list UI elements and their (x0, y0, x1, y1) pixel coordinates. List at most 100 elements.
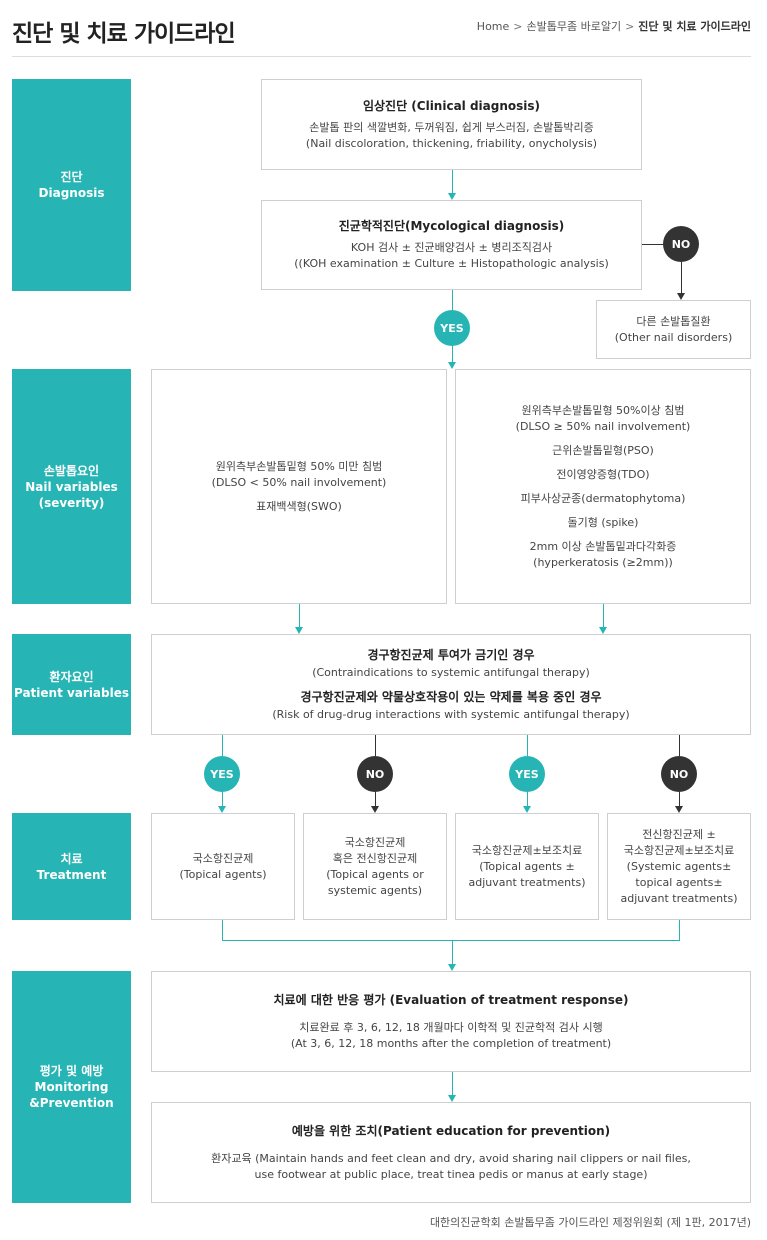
box-text: (hyperkeratosis (≥2mm)) (533, 555, 673, 569)
arrow-down-icon (677, 293, 685, 300)
treatment-topical-or-systemic-box: 국소항진균제 혹은 전신항진균제 (Topical agents or syst… (303, 813, 447, 920)
prevention-box: 예방을 위한 조치(Patient education for preventi… (151, 1102, 751, 1203)
box-text: 국소항진균제 (344, 835, 406, 849)
box-text: (At 3, 6, 12, 18 months after the comple… (290, 1036, 612, 1050)
section-label-en-2: (severity) (38, 495, 105, 510)
box-text: (DLSO < 50% nail involvement) (211, 475, 387, 489)
connector-line (375, 792, 376, 806)
connector-line (527, 792, 528, 806)
section-patient-variables: 환자요인 Patient variables (12, 634, 131, 735)
breadcrumb-current: 진단 및 치료 가이드라인 (638, 20, 751, 33)
section-label-en: Monitoring (34, 1080, 109, 1094)
box-text: 표재백색형(SWO) (256, 499, 342, 513)
box-title: 치료에 대한 반응 평가 (Evaluation of treatment re… (273, 992, 629, 1007)
section-label-en: Treatment (36, 867, 107, 882)
section-label-en-2: &Prevention (29, 1096, 114, 1110)
box-text: (Topical agents or (326, 867, 424, 881)
arrow-down-icon (523, 806, 531, 813)
connector-line (299, 604, 300, 627)
section-label-en: Nail variables (25, 479, 118, 494)
box-text: 환자교육 (Maintain hands and feet clean and … (211, 1151, 691, 1165)
patient-variables-box: 경구항진균제 투여가 금기인 경우 (Contraindications to … (151, 634, 751, 735)
box-text: 국소항진균제 (192, 851, 254, 865)
box-text: 다른 손발톱질환 (636, 314, 711, 328)
page-title: 진단 및 치료 가이드라인 (12, 21, 236, 47)
no-decision-badge: NO (357, 756, 393, 792)
connector-line (679, 920, 680, 940)
box-text: (Nail discoloration, thickening, friabil… (305, 136, 598, 150)
box-title: 예방을 위한 조치(Patient education for preventi… (291, 1123, 611, 1138)
section-label-ko: 평가 및 예방 (39, 1064, 104, 1078)
treatment-systemic-box: 전신항진균제 ± 국소항진균제±보조치료 (Systemic agents± t… (607, 813, 751, 920)
box-text: 손발톱 판의 색깔변화, 두꺼워짐, 쉽게 부스러짐, 손발톱박리증 (309, 120, 594, 134)
box-text: ((KOH examination ± Culture ± Histopatho… (294, 257, 609, 270)
mycological-diagnosis-box: 진균학적진단(Mycological diagnosis) KOH 검사 ± 진… (261, 200, 642, 290)
chevron-right-icon: > (513, 20, 523, 33)
section-nail-variables: 손발톱요인 Nail variables (severity) (12, 369, 131, 604)
arrow-down-icon (448, 193, 456, 200)
connector-line (375, 735, 376, 756)
connector-line (222, 940, 680, 941)
arrow-down-icon (371, 806, 379, 813)
arrow-down-icon (599, 627, 607, 634)
box-text: 2mm 이상 손발톱밑과다각화증 (529, 539, 677, 553)
section-label-en: Patient variables (13, 685, 130, 700)
yes-decision-badge: YES (204, 756, 240, 792)
yes-decision-badge: YES (434, 310, 470, 346)
breadcrumb-home[interactable]: Home (476, 20, 510, 33)
box-text: (Risk of drug-drug interactions with sys… (272, 707, 630, 721)
chevron-right-icon: > (625, 20, 635, 33)
source-credit: 대한의진균학회 손발톱무좀 가이드라인 제정위원회 (제 1판, 2017년) (429, 1216, 751, 1229)
nail-variables-mild-box: 원위측부손발톱밑형 50% 미만 침범 (DLSO < 50% nail inv… (151, 369, 447, 604)
section-diagnosis: 진단 Diagnosis (12, 79, 131, 291)
no-decision-badge: NO (661, 756, 697, 792)
box-text: topical agents± (635, 875, 723, 889)
connector-line (222, 920, 223, 940)
arrow-down-icon (675, 806, 683, 813)
box-text: 원위측부손발톱밑형 50% 미만 침범 (215, 459, 383, 473)
section-label-ko: 환자요인 (49, 669, 94, 684)
treatment-topical-adjuvant-box: 국소항진균제±보조치료 (Topical agents ± adjuvant t… (455, 813, 599, 920)
connector-line (452, 290, 453, 310)
box-text: 혹은 전신항진균제 (332, 851, 418, 865)
box-text: adjuvant treatments) (620, 891, 738, 905)
box-text: use footwear at public place, treat tine… (254, 1167, 648, 1181)
other-nail-disorders-box: 다른 손발톱질환 (Other nail disorders) (596, 300, 751, 359)
connector-line (679, 735, 680, 756)
evaluation-box: 치료에 대한 반응 평가 (Evaluation of treatment re… (151, 971, 751, 1072)
treatment-topical-box: 국소항진균제 (Topical agents) (151, 813, 295, 920)
box-text: 피부사상균종(dermatophytoma) (520, 491, 686, 505)
section-label-ko: 치료 (60, 851, 83, 866)
connector-line (603, 604, 604, 627)
box-text: (Systemic agents± (626, 859, 732, 873)
section-label-ko: 손발톱요인 (43, 463, 100, 478)
section-monitoring-prevention: 평가 및 예방 Monitoring &Prevention (12, 971, 131, 1203)
box-text: (Other nail disorders) (614, 330, 733, 344)
box-text: 전신항진균제 ± (642, 827, 716, 841)
box-text: 돌기형 (spike) (567, 515, 639, 529)
nail-variables-severe-box: 원위측부손발톱밑형 50%이상 침범 (DLSO ≥ 50% nail invo… (455, 369, 751, 604)
connector-line (222, 735, 223, 756)
yes-decision-badge: YES (509, 756, 545, 792)
breadcrumb-about[interactable]: 손발톱무좀 바로알기 (526, 20, 622, 33)
breadcrumb: Home>손발톱무좀 바로알기>진단 및 치료 가이드라인 (477, 18, 751, 34)
box-text: 치료완료 후 3, 6, 12, 18 개월마다 이학적 및 진균학적 검사 시… (299, 1020, 603, 1034)
no-decision-badge: NO (663, 226, 699, 262)
connector-line (222, 792, 223, 806)
arrow-down-icon (218, 806, 226, 813)
clinical-diagnosis-box: 임상진단 (Clinical diagnosis) 손발톱 판의 색깔변화, 두… (261, 79, 642, 170)
connector-line (527, 735, 528, 756)
connector-line (642, 244, 664, 245)
section-treatment: 치료 Treatment (12, 813, 131, 920)
arrow-down-icon (448, 362, 456, 369)
section-label-ko: 진단 (60, 170, 83, 184)
header-divider (12, 56, 751, 57)
connector-line (679, 792, 680, 806)
box-text: 근위손발톱밑형(PSO) (552, 443, 654, 457)
arrow-down-icon (295, 627, 303, 634)
box-text: adjuvant treatments) (468, 875, 586, 889)
box-text: (Topical agents ± (479, 859, 575, 873)
box-text: 국소항진균제±보조치료 (471, 843, 583, 857)
box-text: (Topical agents) (179, 867, 267, 881)
connector-line (452, 170, 453, 193)
